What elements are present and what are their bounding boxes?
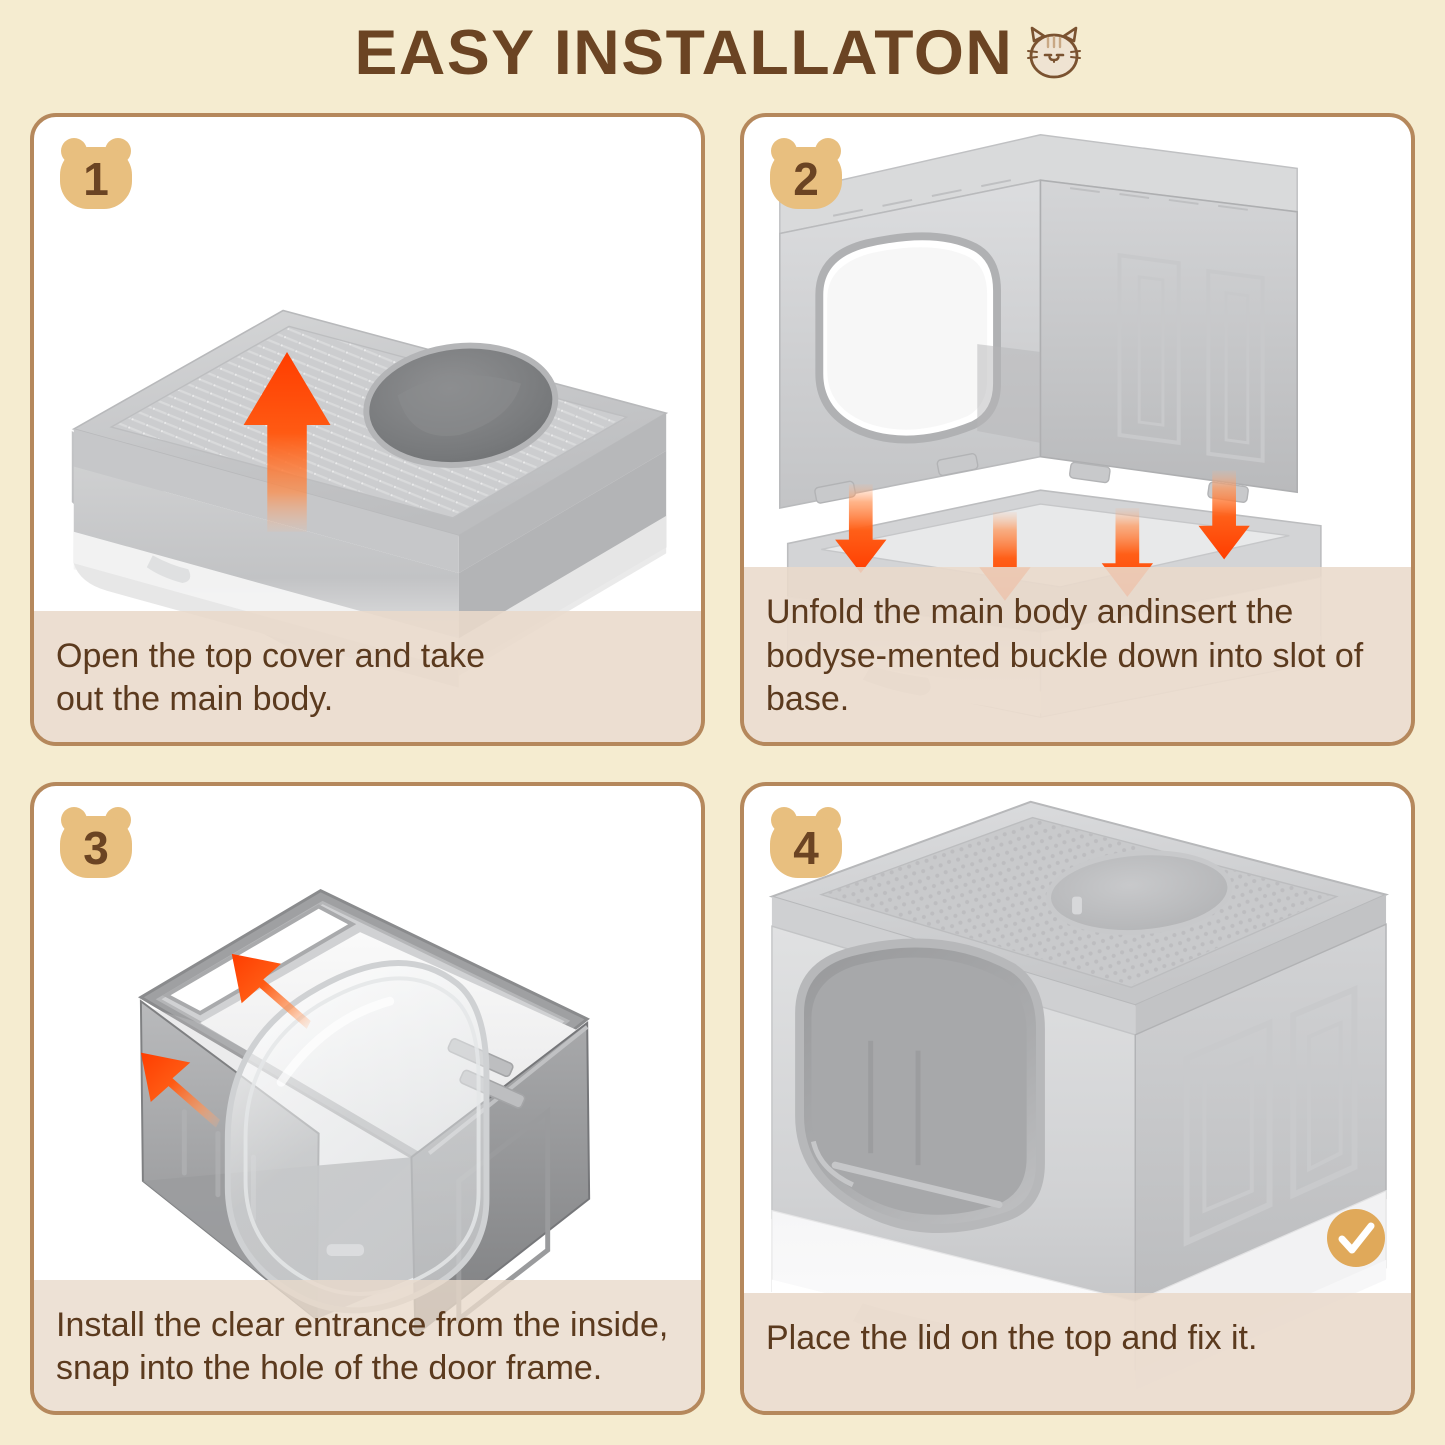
- page-title: EASY INSTALLATON: [354, 18, 1013, 88]
- step-number-badge-3: 3: [54, 804, 138, 886]
- step-number-1: 1: [83, 153, 109, 205]
- step-panel-1: 1 Open the top cover and take out the ma…: [30, 113, 705, 746]
- step-number-4: 4: [793, 822, 819, 874]
- clear-door-insert: [224, 960, 490, 1314]
- steps-grid: 1 Open the top cover and take out the ma…: [30, 113, 1415, 1415]
- status-badge: [1325, 1207, 1387, 1269]
- step-caption-2: Unfold the main body andinsert the bodys…: [744, 567, 1411, 742]
- step-caption-4: Place the lid on the top and fix it.: [744, 1293, 1411, 1411]
- step-panel-3: 3 Install the clear entrance from the in…: [30, 782, 705, 1415]
- step-number-badge-2: 2: [764, 135, 848, 217]
- step-panel-4: 4 Place the lid on the top and fix it.: [740, 782, 1415, 1415]
- step-caption-3: Install the clear entrance from the insi…: [34, 1279, 701, 1411]
- step-panel-2: 2 Unfold the main body andinsert the bod…: [740, 113, 1415, 746]
- page-header: EASY INSTALLATON: [0, 0, 1445, 106]
- cat-head-icon: [1027, 26, 1082, 79]
- step-number-3: 3: [83, 822, 109, 874]
- step-caption-1: Open the top cover and take out the main…: [34, 610, 701, 742]
- step-number-badge-1: 1: [54, 135, 138, 217]
- illustration-clear-entrance: [34, 786, 701, 1411]
- step-number-2: 2: [793, 153, 819, 205]
- step-number-badge-4: 4: [764, 804, 848, 886]
- arrow-up: [243, 351, 331, 532]
- arrow-upleft-group: [140, 953, 311, 1128]
